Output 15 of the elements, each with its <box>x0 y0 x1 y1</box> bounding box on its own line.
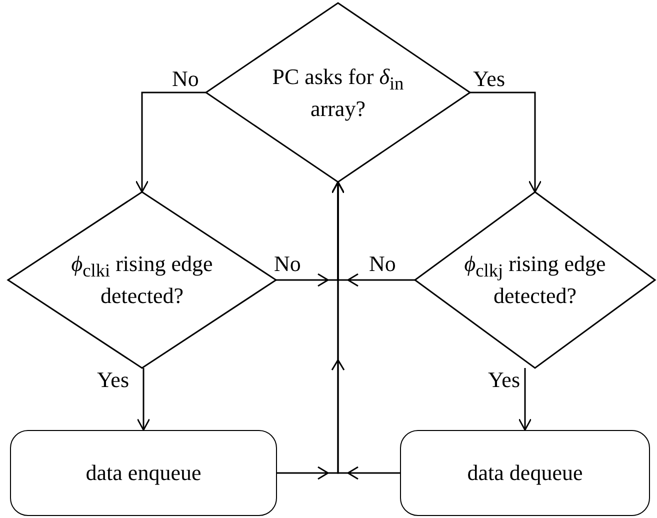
decision-text: PC asks for δ$_{in}$ array? <box>271 62 405 122</box>
decision-text: ϕ$_{clki}$ rising edge detected? <box>70 250 214 310</box>
arrow <box>470 92 542 193</box>
process-text: data dequeue <box>466 459 584 487</box>
decision-diamond <box>8 192 276 368</box>
arrow <box>135 92 206 193</box>
decision-diamond <box>415 192 655 368</box>
arrow <box>136 368 150 431</box>
decision-text: ϕ$_{clkj}$ rising edge detected? <box>463 250 607 310</box>
process-box <box>10 430 277 516</box>
arrow <box>331 181 401 480</box>
arrow <box>518 368 532 431</box>
decision-diamond <box>206 3 470 182</box>
process-box <box>400 430 650 516</box>
process-text: data enqueue <box>84 459 202 487</box>
